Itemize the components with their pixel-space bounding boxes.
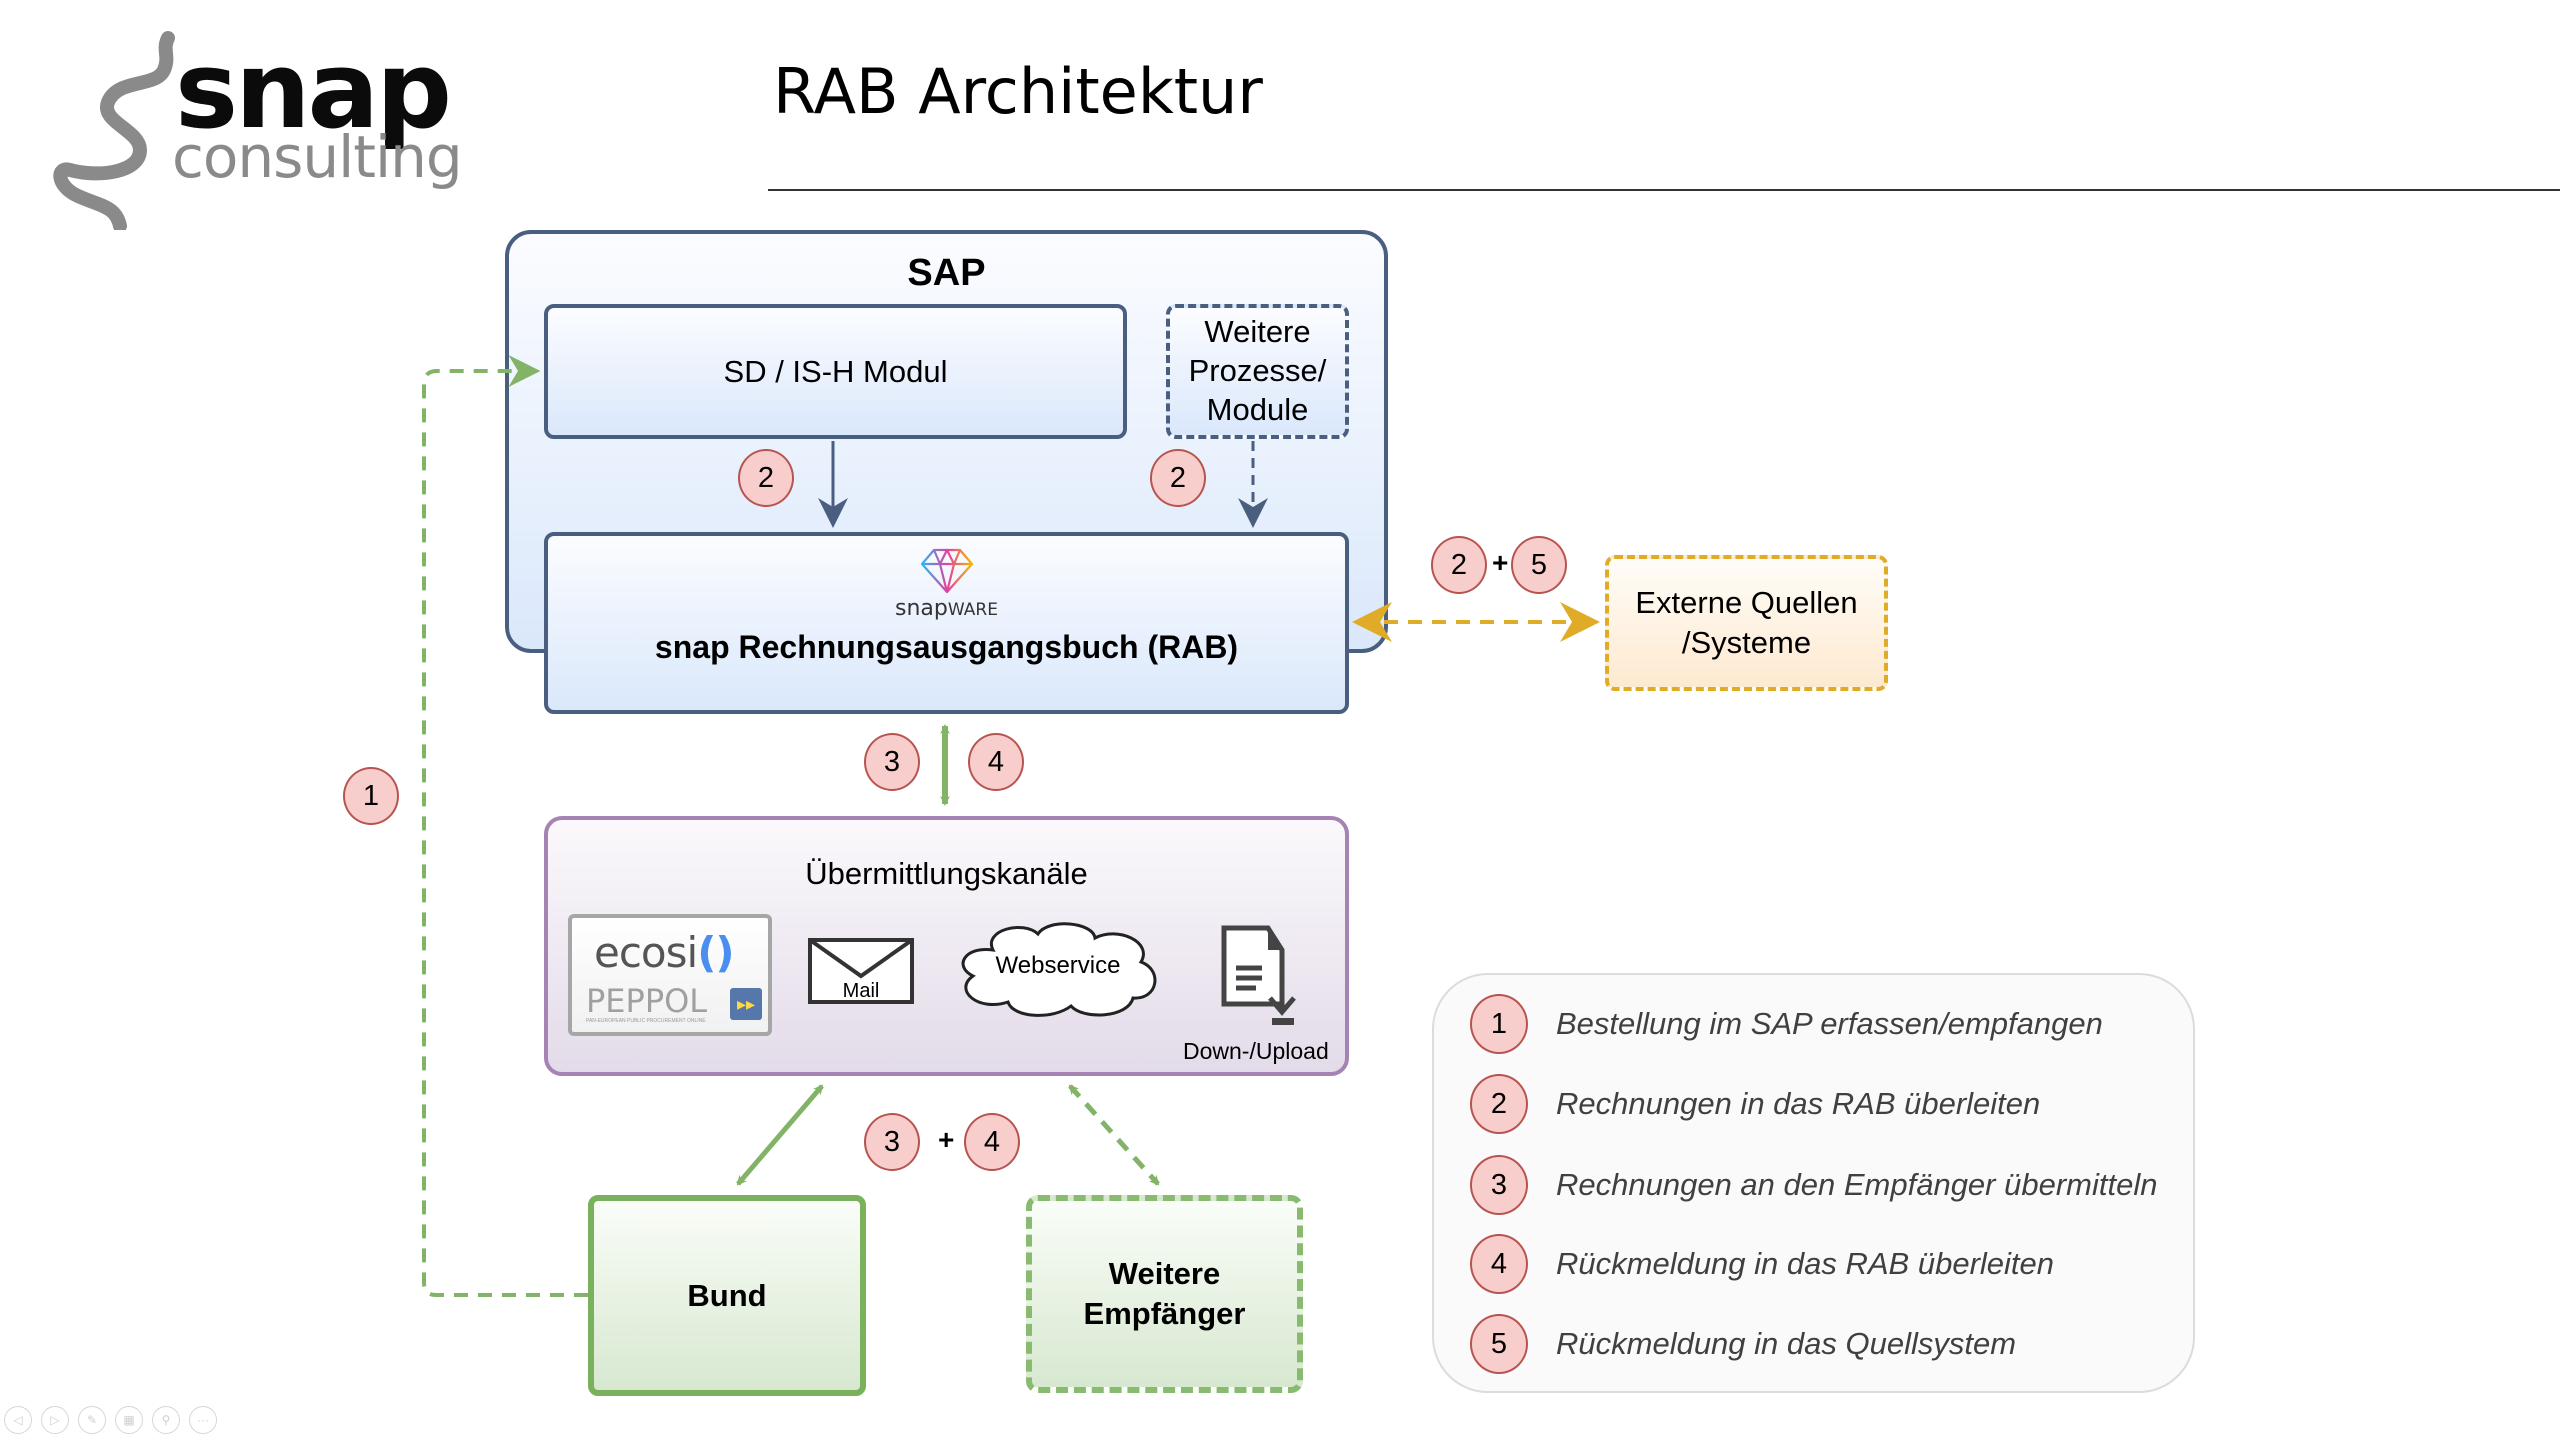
ecosio-peppol-logo: ecosi() PEPPOL PAN-EUROPEAN PUBLIC PROCU…: [568, 914, 772, 1036]
page-title: RAB Architektur: [773, 55, 1263, 128]
sd-ish-module-label: SD / IS-H Modul: [723, 353, 948, 389]
sap-label: SAP: [907, 252, 986, 294]
download-document-icon: [1221, 925, 1296, 1025]
next-slide-button[interactable]: ▷: [41, 1406, 69, 1434]
slide-overview-button[interactable]: ▦: [115, 1406, 143, 1434]
badge-receivers-3: 3: [864, 1113, 920, 1171]
previous-slide-button[interactable]: ◁: [4, 1406, 32, 1434]
badge-step-1: 1: [343, 767, 399, 825]
weitere-module-line1: Weitere: [1204, 314, 1311, 350]
peppol-subtitle: PAN-EUROPEAN PUBLIC PROCUREMENT ONLINE: [586, 1018, 706, 1024]
title-divider: [768, 189, 2560, 191]
badge-sd-to-rab: 2: [738, 449, 794, 507]
legend-panel: 1 Bestellung im SAP erfassen/empfangen 2…: [1432, 973, 2195, 1393]
zoom-button[interactable]: ⚲: [152, 1406, 180, 1434]
badge-rab-channels-4: 4: [968, 733, 1024, 791]
weitere-module-line2: Prozesse/: [1188, 353, 1327, 389]
ecosio-wordmark: ecosi(): [594, 928, 735, 977]
legend-text: Rückmeldung in das Quellsystem: [1556, 1326, 2017, 1361]
legend-item: 1 Bestellung im SAP erfassen/empfangen: [1470, 994, 2103, 1054]
sd-ish-module: SD / IS-H Modul: [544, 304, 1127, 439]
connector-channels-weitere: [1068, 1084, 1160, 1186]
bund-box: Bund: [588, 1195, 866, 1396]
rab-box: snapWARE snap Rechnungsausgangsbuch (RAB…: [544, 532, 1349, 714]
snapware-suffix: WARE: [947, 600, 998, 620]
logo-consulting: consulting: [172, 123, 463, 191]
plus-sign-externe: +: [1492, 547, 1509, 578]
legend-badge: 4: [1470, 1234, 1528, 1294]
peppol-wordmark: PEPPOL: [586, 982, 708, 1020]
weitere-empfaenger-box: Weitere Empfänger: [1026, 1195, 1303, 1393]
channels-label: Übermittlungskanäle: [805, 856, 1088, 891]
pen-tool-button[interactable]: ✎: [78, 1406, 106, 1434]
badge-module-to-rab: 2: [1150, 449, 1206, 507]
more-options-button[interactable]: ···: [189, 1406, 217, 1434]
legend-text: Rechnungen in das RAB überleiten: [1556, 1086, 2041, 1121]
externe-line1: Externe Quellen: [1635, 584, 1858, 620]
download-upload-label: Down-/Upload: [1183, 1038, 1329, 1064]
legend-item: 2 Rechnungen in das RAB überleiten: [1470, 1074, 2040, 1134]
weitere-empfaenger-line2: Empfänger: [1083, 1296, 1246, 1331]
badge-externe-2: 2: [1431, 536, 1487, 594]
legend-item: 4 Rückmeldung in das RAB überleiten: [1470, 1234, 2054, 1294]
uebermittlungskanaele-box: Übermittlungskanäle ecosi() PEPPOL PAN-E…: [544, 816, 1349, 1076]
legend-badge: 3: [1470, 1155, 1528, 1215]
logo-snap: snap: [175, 29, 452, 152]
mail-label: Mail: [842, 980, 880, 1002]
legend-badge: 5: [1470, 1314, 1528, 1374]
legend-badge: 2: [1470, 1074, 1528, 1134]
legend-text: Rückmeldung in das RAB überleiten: [1556, 1246, 2054, 1281]
weitere-empfaenger-line1: Weitere: [1108, 1255, 1221, 1291]
snapware-prefix: snap: [895, 596, 948, 621]
snapware-logo: snapWARE: [895, 596, 998, 621]
legend-item: 3 Rechnungen an den Empfänger übermittel…: [1470, 1155, 2157, 1215]
legend-item: 5 Rückmeldung in das Quellsystem: [1470, 1314, 2016, 1374]
badge-receivers-4: 4: [964, 1113, 1020, 1171]
eu-flag-icon: ▸▸: [730, 988, 762, 1020]
legend-text: Rechnungen an den Empfänger übermitteln: [1556, 1167, 2158, 1202]
mail-icon: [808, 938, 914, 1004]
legend-badge: 1: [1470, 994, 1528, 1054]
badge-externe-5: 5: [1511, 536, 1567, 594]
webservice-label: Webservice: [995, 952, 1121, 979]
webservice-cloud-icon: [961, 922, 1157, 1017]
externe-line2: /Systeme: [1681, 625, 1812, 660]
weitere-module-box: Weitere Prozesse/ Module: [1166, 304, 1349, 439]
connector-channels-bund: [736, 1084, 824, 1186]
rab-label: snap Rechnungsausgangsbuch (RAB): [654, 629, 1239, 665]
badge-rab-channels-3: 3: [864, 733, 920, 791]
snake-icon: [53, 31, 175, 230]
legend-text: Bestellung im SAP erfassen/empfangen: [1556, 1006, 2103, 1041]
weitere-module-line3: Module: [1206, 391, 1309, 427]
externe-quellen-box: Externe Quellen /Systeme: [1605, 555, 1888, 691]
presentation-toolbar: ◁ ▷ ✎ ▦ ⚲ ···: [4, 1406, 217, 1434]
plus-sign-receivers: +: [938, 1124, 955, 1155]
bund-label: Bund: [687, 1277, 767, 1313]
snapware-diamond-icon: [920, 548, 973, 594]
